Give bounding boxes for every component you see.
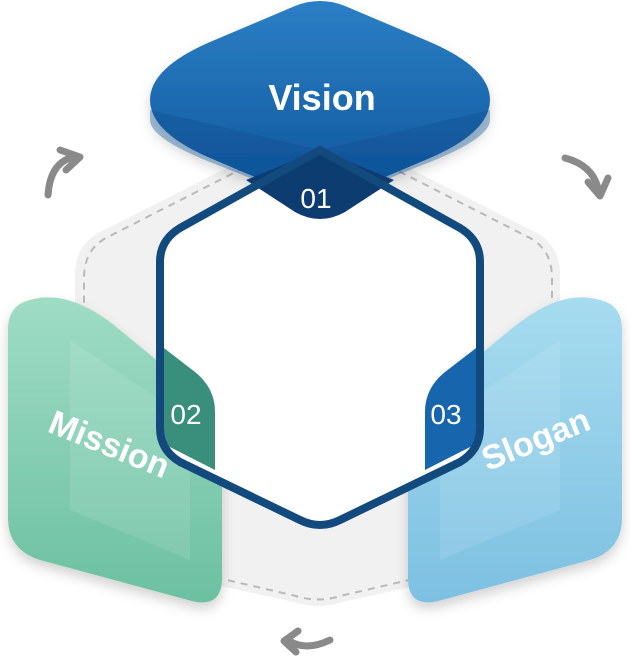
- segment-slogan-number: 03: [430, 399, 461, 430]
- center-hexagon-outline: [156, 146, 484, 529]
- segment-vision-number: 01: [300, 183, 331, 214]
- center-hexagon: [160, 150, 480, 525]
- segment-mission-number: 02: [170, 399, 201, 430]
- number-tab-03: [425, 345, 480, 470]
- cycle-arrow-icon: [561, 154, 612, 200]
- number-tab-02: [160, 345, 215, 470]
- cycle-arrow-icon: [44, 146, 84, 199]
- segment-vision-label: Vision: [268, 77, 375, 118]
- cycle-arrow-icon: [280, 627, 334, 656]
